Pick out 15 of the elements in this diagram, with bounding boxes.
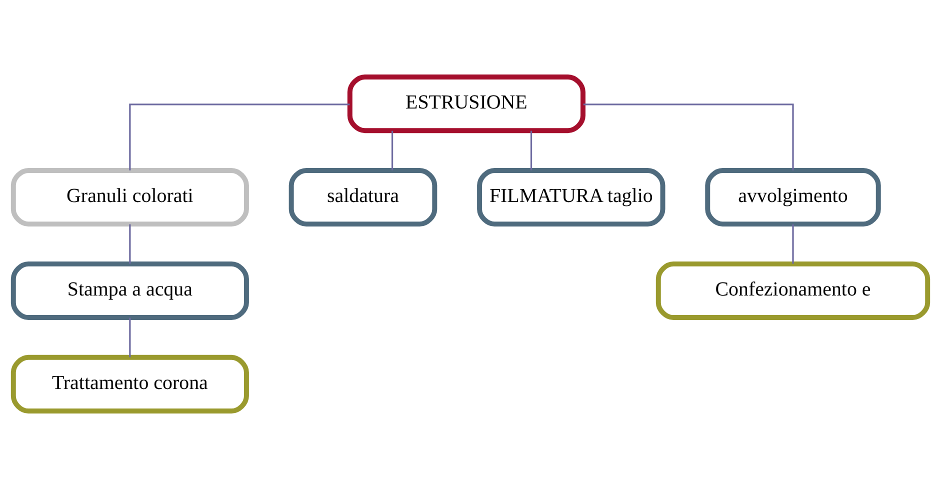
node-box: Stampa a acqua xyxy=(10,261,249,320)
connector xyxy=(391,130,394,170)
connector xyxy=(129,224,131,264)
connector xyxy=(129,104,350,170)
node-box: avvolgimento xyxy=(705,168,881,227)
node-box: Confezionamento e xyxy=(656,261,930,320)
node-box: FILMATURA taglio xyxy=(477,168,666,227)
node-box: ESTRUSIONE xyxy=(347,74,586,134)
connector xyxy=(792,224,794,264)
node-box: saldatura xyxy=(288,168,438,227)
connector xyxy=(129,318,131,358)
node-box: Granuli colorati xyxy=(10,168,249,227)
node-box: Trattamento corona xyxy=(10,354,249,414)
connector xyxy=(583,104,794,170)
connector xyxy=(530,130,532,170)
